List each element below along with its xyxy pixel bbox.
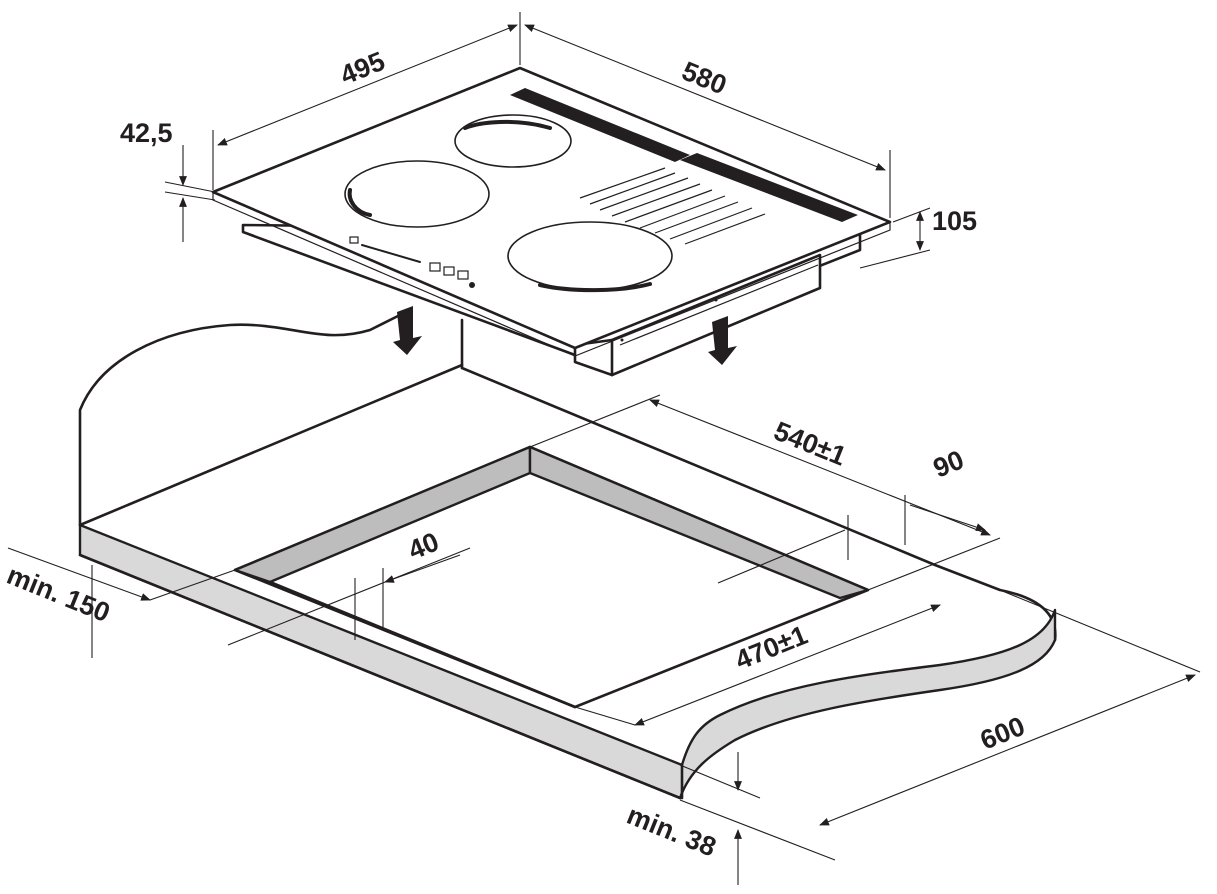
dimension-lines xyxy=(7,12,1201,885)
insert-arrow-right-icon xyxy=(708,316,737,365)
cutout-opening xyxy=(233,445,870,709)
control-panel xyxy=(349,236,475,288)
dim-hob-depth: 495 xyxy=(336,46,389,91)
cooking-zone-front-left xyxy=(344,160,490,228)
insert-arrow-left-icon xyxy=(393,306,422,355)
dim-rear-margin: 90 xyxy=(929,444,968,483)
dim-hob-width: 580 xyxy=(678,56,731,101)
hob xyxy=(211,66,892,377)
wall-outline xyxy=(78,313,402,527)
dim-wall-clearance: min. 150 xyxy=(3,560,114,628)
dim-worktop-depth: 600 xyxy=(976,711,1029,756)
dim-worktop-thickness: min. 38 xyxy=(623,800,721,863)
rear-top-edge xyxy=(78,363,464,527)
cutout xyxy=(233,445,870,709)
dim-hob-height: 105 xyxy=(932,206,977,236)
dim-glass-thickness: 42,5 xyxy=(120,118,173,148)
heat-slots xyxy=(579,167,766,245)
